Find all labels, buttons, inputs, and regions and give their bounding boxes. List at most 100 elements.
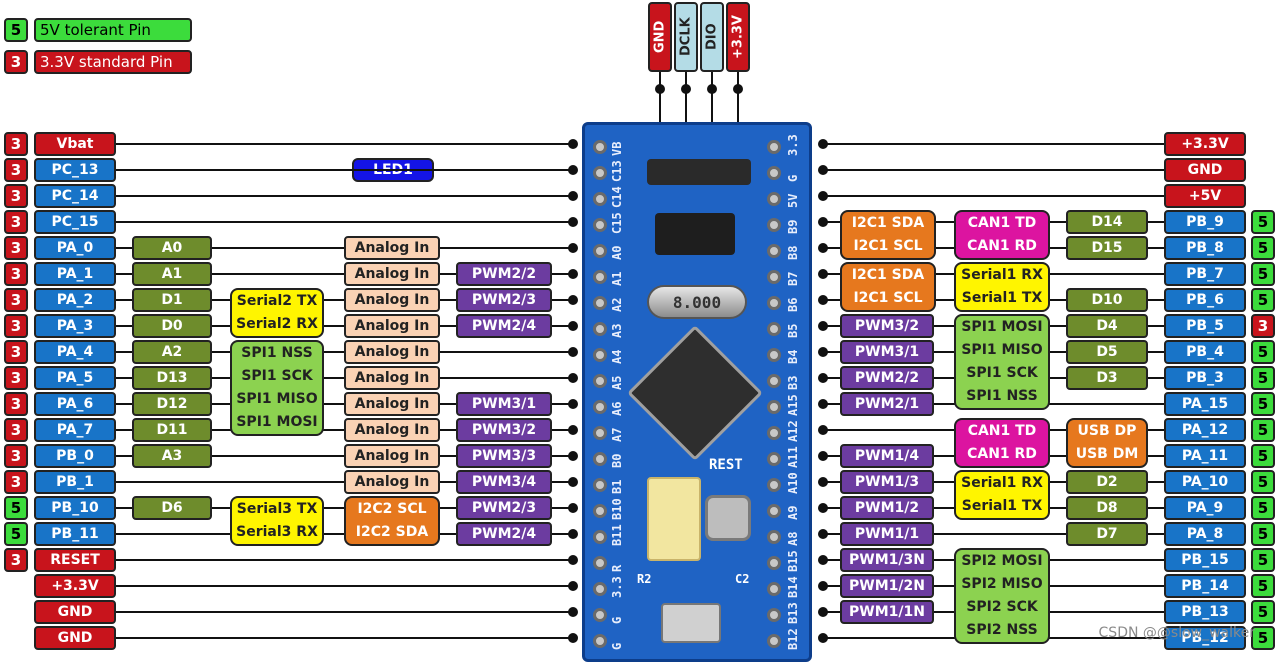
right-tolerance: 5	[1251, 522, 1275, 546]
group-item: Serial1 TX	[961, 498, 1043, 514]
left-wire-end	[568, 555, 578, 565]
board-pin-hole	[767, 270, 781, 284]
left-pin-name: PA_3	[34, 314, 116, 338]
board-pin-hole	[767, 556, 781, 570]
left-pin-name: PA_5	[34, 366, 116, 390]
left-wire	[116, 221, 576, 223]
group-item: I2C1 SDA	[851, 267, 925, 283]
board-pin-hole	[593, 426, 607, 440]
right-pwm-label: PWM1/1	[840, 522, 934, 546]
board-pin-hole	[593, 634, 607, 648]
group-item: SPI1 SCK	[241, 368, 313, 384]
right-tolerance: 5	[1251, 444, 1275, 468]
board-silk-right: 3.3	[786, 134, 800, 156]
board-pin-hole	[593, 244, 607, 258]
board-pin-hole	[767, 634, 781, 648]
right-pin-name: PB_9	[1164, 210, 1246, 234]
left-tolerance: 3	[4, 418, 28, 442]
left-arduino-label: D1	[132, 288, 212, 312]
right-pin-name: PB_3	[1164, 366, 1246, 390]
legend-text: 5V tolerant Pin	[34, 18, 192, 42]
group-item: Serial3 TX	[236, 501, 318, 517]
left-analog-label: Analog In	[344, 470, 440, 494]
left-analog-label: Analog In	[344, 236, 440, 260]
group-item: I2C2 SDA	[355, 524, 429, 540]
legend-num: 3	[4, 50, 28, 74]
header-pin-label: GND	[648, 2, 672, 72]
board-silk-right: A15	[786, 394, 800, 416]
board-silk-right: A10	[786, 472, 800, 494]
right-pin-name: PB_15	[1164, 548, 1246, 572]
right-pin-name: PA_11	[1164, 444, 1246, 468]
right-pin-name: PB_12	[1164, 626, 1246, 650]
right-tolerance: 5	[1251, 236, 1275, 260]
board-pin-hole	[593, 322, 607, 336]
right-wire-end	[818, 503, 828, 513]
left-arduino-label: A1	[132, 262, 212, 286]
left-tolerance: 3	[4, 158, 28, 182]
right-arduino-label: D7	[1066, 522, 1148, 546]
left-pin-name: PA_0	[34, 236, 116, 260]
board-usb	[661, 603, 721, 643]
right-pwm-label: PWM1/1N	[840, 600, 934, 624]
board-pin-hole	[767, 426, 781, 440]
right-wire	[822, 143, 1164, 145]
right-tolerance: 5	[1251, 418, 1275, 442]
right-wire-end	[818, 347, 828, 357]
left-pin-name: PA_6	[34, 392, 116, 416]
left-arduino-label: D12	[132, 392, 212, 416]
left-tolerance: 3	[4, 548, 28, 572]
right-wire-end	[818, 269, 828, 279]
left-wire-end	[568, 373, 578, 383]
left-wire-end	[568, 165, 578, 175]
board-pin-hole	[767, 478, 781, 492]
right-tolerance: 5	[1251, 340, 1275, 364]
board-pin-hole	[767, 244, 781, 258]
group-item: I2C1 SDA	[851, 215, 925, 231]
board-mcu	[627, 325, 763, 461]
left-pin-name: +3.3V	[34, 574, 116, 598]
left-wire-end	[568, 451, 578, 461]
right-tolerance: 5	[1251, 262, 1275, 286]
board-silk-right: B7	[786, 271, 800, 286]
left-tolerance: 3	[4, 288, 28, 312]
board-pin-hole	[767, 374, 781, 388]
right-pin-name: PB_8	[1164, 236, 1246, 260]
group-item: SPI2 MISO	[961, 576, 1043, 592]
board-header-block	[647, 159, 751, 185]
left-pin-name: PB_10	[34, 496, 116, 520]
left-tolerance: 3	[4, 262, 28, 286]
group-item: SPI2 MOSI	[961, 553, 1043, 569]
right-arduino-label: D15	[1066, 236, 1148, 260]
right-wire	[822, 169, 1164, 171]
left-pin-name: PA_4	[34, 340, 116, 364]
right-wire-end	[818, 373, 828, 383]
group-item: SPI1 NSS	[966, 388, 1038, 404]
right-tolerance: 5	[1251, 288, 1275, 312]
left-pin-name: PA_7	[34, 418, 116, 442]
right-wire-end	[818, 451, 828, 461]
left-wire-end	[568, 529, 578, 539]
left-tolerance: 3	[4, 236, 28, 260]
left-wire-end	[568, 581, 578, 591]
right-wire-end	[818, 243, 828, 253]
board-pin-hole	[767, 400, 781, 414]
header-pin-label: DCLK	[674, 2, 698, 72]
left-arduino-label: A0	[132, 236, 212, 260]
left-tolerance: 3	[4, 340, 28, 364]
right-wire-end	[818, 139, 828, 149]
left-wire-end	[568, 321, 578, 331]
board-silk-right: B15	[786, 550, 800, 572]
header-wire	[711, 72, 713, 152]
right-wire-end	[818, 581, 828, 591]
group-item: SPI2 SCK	[966, 599, 1038, 615]
right-pin-name: PB_5	[1164, 314, 1246, 338]
left-wire-end	[568, 295, 578, 305]
right-pwm-label: PWM1/3	[840, 470, 934, 494]
left-wire-end	[568, 191, 578, 201]
board-silk-right: B5	[786, 323, 800, 338]
